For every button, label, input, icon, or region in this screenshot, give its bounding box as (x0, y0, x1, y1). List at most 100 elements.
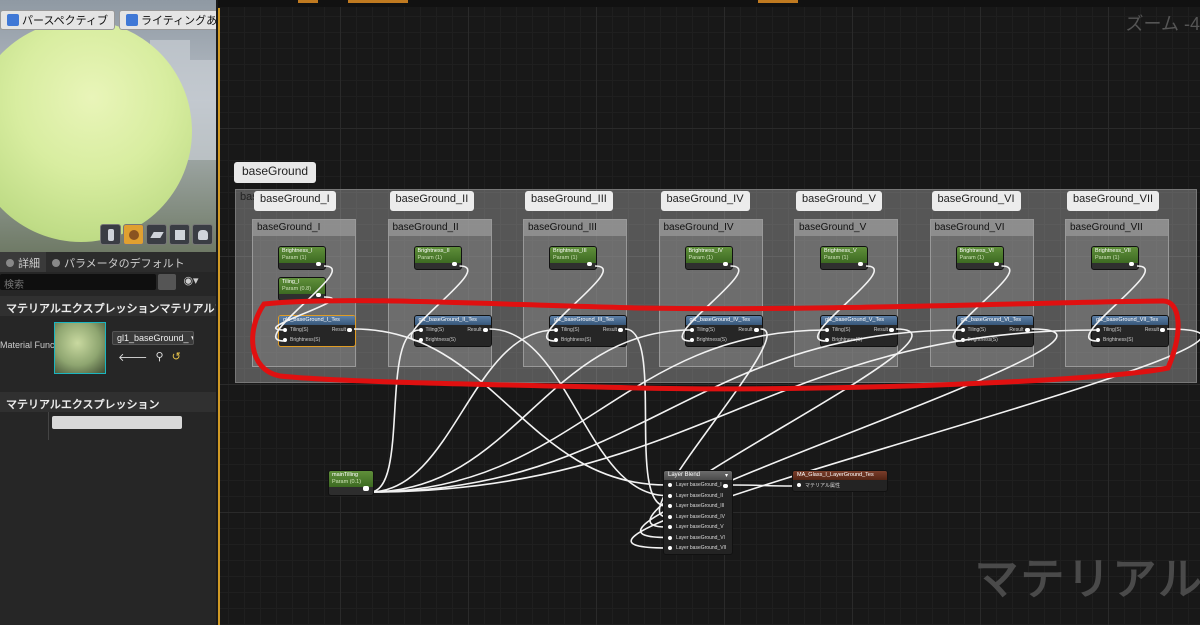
function-node-header: gl1_baseGround_III_Tes (550, 316, 626, 325)
layer-input-pin[interactable]: Layer baseGround_VI (664, 533, 732, 544)
zoom-level: ズーム -4 (1125, 14, 1200, 34)
output-pin[interactable] (993, 262, 999, 266)
cylinder-icon[interactable] (100, 224, 121, 245)
material-attributes-pin[interactable]: マテリアル属性 (793, 480, 887, 489)
function-node-header: gl1_baseGround_II_Tes (414, 316, 491, 325)
visibility-icon[interactable]: ◉▾ (183, 275, 199, 287)
layer-input-pin[interactable]: Layer baseGround_VII (664, 543, 732, 554)
layer-input-pin[interactable]: Layer baseGround_III (664, 501, 732, 512)
material-graph[interactable]: ズーム -4 マテリアル baseGround baseGround_I bas… (218, 0, 1200, 625)
param-node-title: Tiling_I (282, 279, 300, 285)
layer-input-pin[interactable]: Layer baseGround_V (664, 522, 732, 533)
comment-bubble-7[interactable]: baseGround_VII (1067, 191, 1160, 211)
section-expression[interactable]: マテリアルエクスプレッション (0, 392, 216, 412)
tab-details[interactable]: 詳細 (0, 252, 46, 272)
cube-icon[interactable] (169, 224, 190, 245)
brightness-input-pin[interactable]: Brightness(S) (957, 335, 1033, 345)
comment-bubble-5[interactable]: baseGround_V (796, 191, 882, 211)
comment-bubble-baseground[interactable]: baseGround (234, 162, 317, 183)
browse-icon[interactable]: ⚲ (155, 351, 164, 363)
function-thumbnail[interactable] (54, 322, 106, 374)
brightness-input-pin[interactable]: Brightness(S) (415, 335, 491, 345)
column-splitter[interactable] (48, 412, 49, 440)
output-pin[interactable] (723, 484, 728, 488)
layer-input-pin[interactable]: Layer baseGround_II (664, 491, 732, 502)
comment-bubble-6[interactable]: baseGround_VI (931, 191, 1021, 211)
output-pin[interactable] (363, 486, 369, 491)
result-output-pin[interactable] (482, 328, 488, 332)
layer-blend-header: Layer Blend ▾ (664, 471, 732, 480)
search-input[interactable]: 検索 (0, 274, 156, 291)
param-node-value: Param (1) (282, 255, 307, 261)
output-wire[interactable] (729, 484, 796, 487)
layer-input-pin[interactable]: Layer baseGround_I (664, 480, 732, 491)
brightness-input-pin[interactable]: Brightness(S) (550, 335, 626, 345)
output-pin[interactable] (858, 262, 863, 266)
result-output-pin[interactable] (618, 328, 623, 332)
desc-field[interactable] (52, 416, 182, 429)
reset-icon[interactable]: ↺ (171, 351, 181, 363)
comment-bubble-2[interactable]: baseGround_II (389, 191, 475, 211)
output-pin[interactable] (316, 262, 321, 266)
output-pin[interactable] (722, 262, 728, 266)
comment-bubble-4[interactable]: baseGround_IV (660, 191, 750, 211)
use-selected-icon[interactable]: 🡐 (118, 352, 148, 364)
output-pin[interactable] (587, 262, 592, 266)
output-pin[interactable] (316, 293, 321, 297)
mesh-icon[interactable] (192, 224, 213, 245)
function-node-header: gl1_baseGround_IV_Tes (685, 316, 762, 325)
material-preview-viewport[interactable]: パースペクティブ ライティングあり 表示 (0, 0, 216, 252)
tab-parameter-defaults[interactable]: パラメータのデフォルト (46, 252, 191, 272)
comment-bubble-1[interactable]: baseGround_I (254, 191, 336, 211)
brightness-input-pin[interactable]: Brightness(S) (279, 335, 355, 345)
function-node-header: gl1_baseGround_VI_Tes (956, 316, 1033, 325)
result-output-pin[interactable] (753, 328, 759, 332)
section-function-call[interactable]: マテリアルエクスプレッションマテリアルファンクションコール (0, 296, 216, 316)
graph-top-bar (218, 0, 1200, 7)
plane-icon[interactable] (146, 224, 167, 245)
lighting-button[interactable]: ライティングあり (119, 10, 216, 30)
output-pin[interactable] (1129, 262, 1134, 266)
brightness-input-pin[interactable]: Brightness(S) (686, 335, 762, 345)
sphere-icon[interactable] (123, 224, 144, 245)
result-output-pin[interactable] (347, 328, 352, 332)
eye-icon (52, 259, 60, 267)
result-output-pin[interactable] (889, 328, 894, 332)
function-node-header: gl1_baseGround_I_Tes (279, 316, 355, 325)
background-building (190, 60, 216, 160)
param-node-value: Param (1) (959, 255, 984, 261)
output-pin[interactable] (451, 262, 457, 266)
function-dropdown[interactable]: gl1_baseGround_ ▾ (112, 331, 194, 345)
perspective-button[interactable]: パースペクティブ (0, 10, 116, 30)
grid-view-icon[interactable] (158, 274, 176, 290)
details-panel: パースペクティブ ライティングあり 表示 詳細 パラメータのデフォルト 検索 ◉… (0, 0, 216, 625)
comment-bubble-3[interactable]: baseGround_III (525, 191, 613, 211)
material-output-node[interactable]: MA_Glass_I_LayerGround_Tes マテリアル属性 (792, 470, 888, 492)
brightness-input-pin[interactable]: Brightness(S) (1092, 335, 1168, 345)
result-output-pin[interactable] (1024, 328, 1030, 332)
result-output-pin[interactable] (1160, 328, 1165, 332)
preview-sphere (0, 20, 192, 242)
layer-input-pin[interactable]: Layer baseGround_IV (664, 512, 732, 523)
brightness-input-pin[interactable]: Brightness(S) (821, 335, 897, 345)
